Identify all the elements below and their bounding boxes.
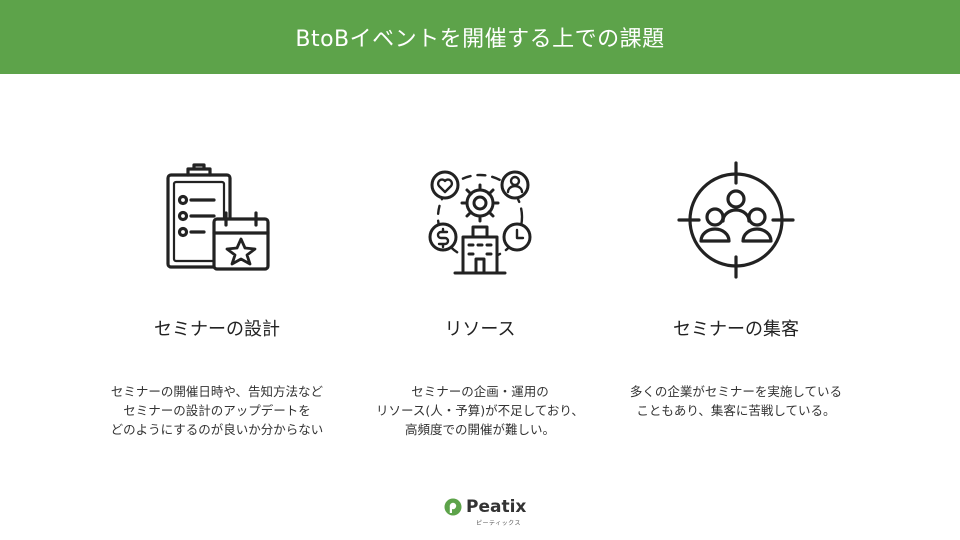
challenge-attraction: セミナーの集客 多くの企業がセミナーを実施している こともあり、集客に苦戦してい… [586,150,886,418]
page-title: BtoBイベントを開催する上での課題 [295,27,665,52]
logo-wordmark: Peatix [466,496,527,517]
resources-icon [330,150,630,290]
peatix-mark-icon [444,498,462,516]
desc-line: セミナーの設計のアップデートを [123,403,311,418]
target-audience-icon [586,150,886,290]
challenge-resources: リソース セミナーの企画・運用の リソース(人・予算)が不足しており、 高頻度で… [330,150,630,437]
peatix-logo: Peatix ピーティックス [444,496,527,527]
challenge-description: セミナーの企画・運用の リソース(人・予算)が不足しており、 高頻度での開催が難… [330,382,630,439]
challenge-title: セミナーの設計 [154,319,280,340]
desc-line: セミナーの企画・運用の [411,384,549,399]
desc-line: こともあり、集客に苦戦している。 [636,403,836,418]
clipboard-calendar-icon [67,150,367,290]
challenge-title: リソース [444,319,516,340]
challenge-description: セミナーの開催日時や、告知方法など セミナーの設計のアップデートを どのようにす… [67,382,367,439]
desc-line: 高頻度での開催が難しい。 [404,422,555,437]
desc-line: どのようにするのが良いか分からない [110,422,324,437]
logo-subtitle: ピーティックス [476,520,521,527]
challenge-design: セミナーの設計 セミナーの開催日時や、告知方法など セミナーの設計のアップデート… [67,150,367,437]
desc-line: セミナーの開催日時や、告知方法など [110,384,324,399]
desc-line: リソース(人・予算)が不足しており、 [376,403,584,418]
challenge-title: セミナーの集客 [673,319,799,340]
desc-line: 多くの企業がセミナーを実施している [629,384,843,399]
challenge-description: 多くの企業がセミナーを実施している こともあり、集客に苦戦している。 [586,382,886,420]
header-bar: BtoBイベントを開催する上での課題 [0,0,960,74]
